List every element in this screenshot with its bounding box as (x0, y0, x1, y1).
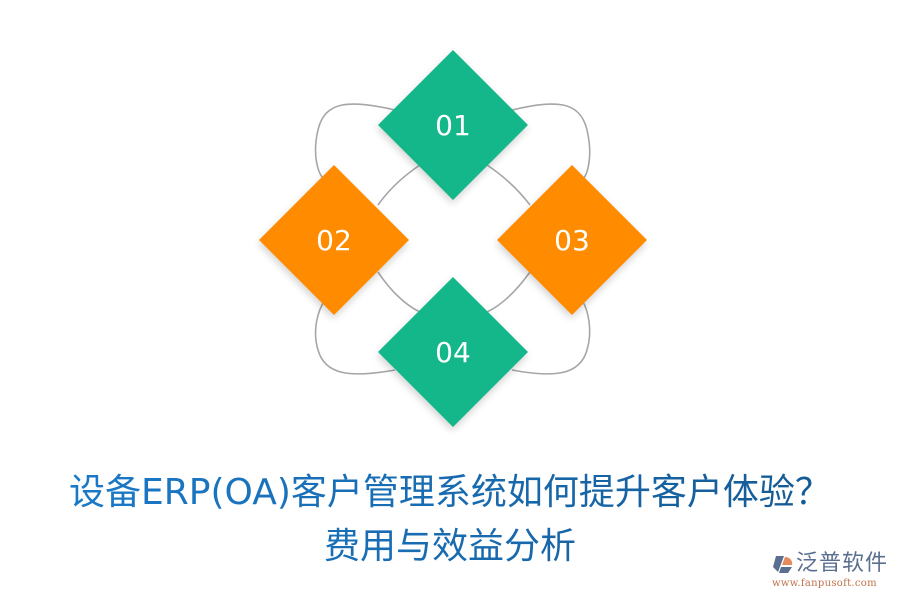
page-title-line-2: 费用与效益分析 (0, 525, 900, 569)
logo-url: www.fanpusoft.com (772, 578, 877, 589)
diamond-label: 01 (435, 108, 471, 142)
diamond-label: 02 (316, 223, 352, 257)
logo-brand-name: 泛普软件 (796, 551, 889, 576)
page-title-line-1: 设备ERP(OA)客户管理系统如何提升客户体验？ (0, 471, 900, 515)
diamond-item-04: 04 (378, 277, 528, 427)
brand-logo: 泛普软件 www.fanpusoft.com (772, 551, 898, 591)
diamond-item-02: 02 (259, 165, 409, 315)
fanpu-logo-icon (773, 556, 793, 573)
diamond-item-01: 01 (378, 50, 528, 200)
diamond-label: 03 (554, 223, 590, 257)
four-step-diagram: 01 02 03 04 (259, 50, 647, 427)
diamond-label: 04 (435, 335, 471, 369)
diamond-item-03: 03 (497, 165, 647, 315)
connector-loops (314, 103, 591, 375)
